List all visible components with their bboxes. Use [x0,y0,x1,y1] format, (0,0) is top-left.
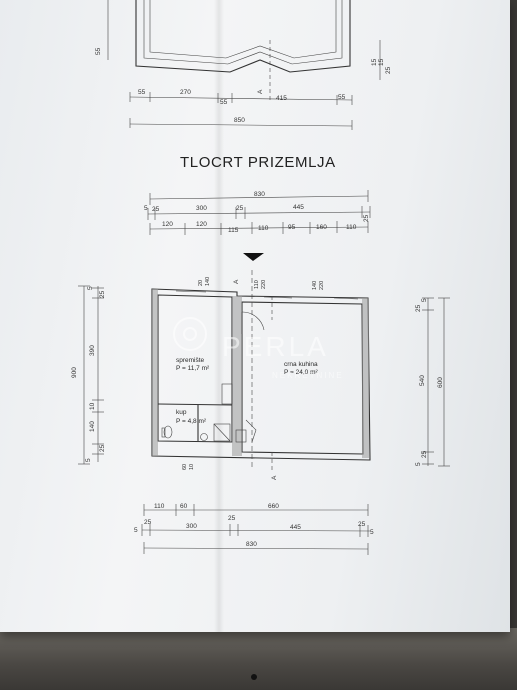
bottom-row2-5: 445 [290,524,301,531]
floor-background [0,628,517,690]
top-row3-7: 110 [346,224,357,231]
left-top-1: 5 [87,286,94,290]
right-part-1: 540 [419,375,426,386]
left-dimensions: 900 5 25 390 10 140 25 5 [71,285,106,465]
top-right-dim-3: 25 [385,66,392,74]
bottom-row1-1: 110 [154,503,165,510]
window2-dim-a: 110 [254,280,260,289]
top-row1-dim-1: 55 [138,89,146,96]
left-part-4: 25 [99,444,106,452]
top-row2-2: 25 [152,206,160,213]
floor-plan-walls [151,270,371,472]
top-row3-4: 110 [258,225,269,232]
left-top-2: 25 [99,290,106,298]
left-total: 900 [71,367,78,378]
bottom-row2-7: 5 [370,529,374,536]
bottom-row2-2: 25 [144,519,152,526]
top-dimensions: 830 5 25 300 25 445 25 120 120 1 [144,190,371,235]
right-total: 600 [437,377,444,388]
top-row1-dim-2: 270 [180,89,191,96]
bottom-total: 830 [246,541,257,548]
window1-dim-a: 20 [198,280,204,286]
window2-dim-b: 220 [261,280,267,289]
top-right-dim-2: 15 [378,58,385,66]
left-part-2: 10 [89,402,96,410]
section-arrow [243,253,264,261]
top-row3-3: 115 [228,227,239,234]
watermark: PERLA NEKRETNINE [173,317,344,380]
bottom-inner-2: 10 [189,464,195,470]
watermark-brand: PERLA [222,331,329,362]
window3-dim-b: 220 [319,281,325,290]
top-row3-5: 95 [288,224,296,231]
right-bottom-1: 5 [415,462,422,466]
right-bottom-2: 25 [421,450,428,458]
right-top-2: 5 [421,298,428,302]
paper-fold [214,0,224,632]
top-row2-1: 5 [144,205,148,212]
bottom-row1-3: 660 [268,503,279,510]
floor-spot [251,674,257,680]
left-bottom: 5 [85,458,92,462]
top-row2-5: 445 [293,204,304,211]
top-row3-2: 120 [196,221,207,228]
top-row3-6: 160 [316,224,327,231]
section-mark-upper: A [233,279,240,284]
right-dimensions: 25 5 540 5 25 600 [415,297,450,467]
window3-dim-a: 140 [312,281,318,290]
section-mark-top: A [257,89,264,94]
window1-dim-b: 140 [205,277,211,286]
bottom-row2-4: 25 [228,515,236,522]
top-total: 830 [254,191,265,198]
top-row1-dim-4: 415 [276,95,287,102]
top-row2-6: 25 [363,214,370,222]
top-row2-3: 300 [196,205,207,212]
top-row1-dim-3: 55 [220,99,228,106]
room-kup-area: P = 4,8 m² [176,418,207,425]
section-mark-lower: A [271,475,278,480]
room-spremiste-area: P = 11,7 m² [176,365,210,372]
bottom-row2-6: 25 [358,521,366,528]
top-row3-1: 120 [162,221,173,228]
top-left-small-dim: 55 [95,47,102,55]
top-row2-4: 25 [236,205,244,212]
bottom-row1-2: 60 [180,503,188,510]
bottom-row2-3: 300 [186,523,197,530]
left-part-3: 140 [89,421,96,432]
top-total-dim: 850 [234,117,245,124]
room-kuhina-name: crna kuhina [284,361,318,368]
watermark-sub: NEKRETNINE [272,371,344,380]
left-part-1: 390 [89,345,96,356]
bottom-dimensions: 60 10 110 60 660 5 25 300 25 445 25 5 [134,464,374,555]
bottom-inner-1: 60 [182,464,188,470]
upper-plan-fragment: 55 15 15 25 A 55 270 55 415 55 850 [95,0,392,130]
room-kuhina-area: P = 24,0 m² [284,369,318,376]
top-row1-dim-5: 55 [338,94,346,101]
room-kup-name: kup [176,409,187,416]
top-right-dim-1: 15 [371,58,378,66]
bottom-row2-1: 5 [134,527,138,534]
plan-title: TLOCRT PRIZEMLJA [180,154,336,171]
room-spremiste-name: spremište [176,357,205,364]
right-top-1: 25 [415,304,422,312]
